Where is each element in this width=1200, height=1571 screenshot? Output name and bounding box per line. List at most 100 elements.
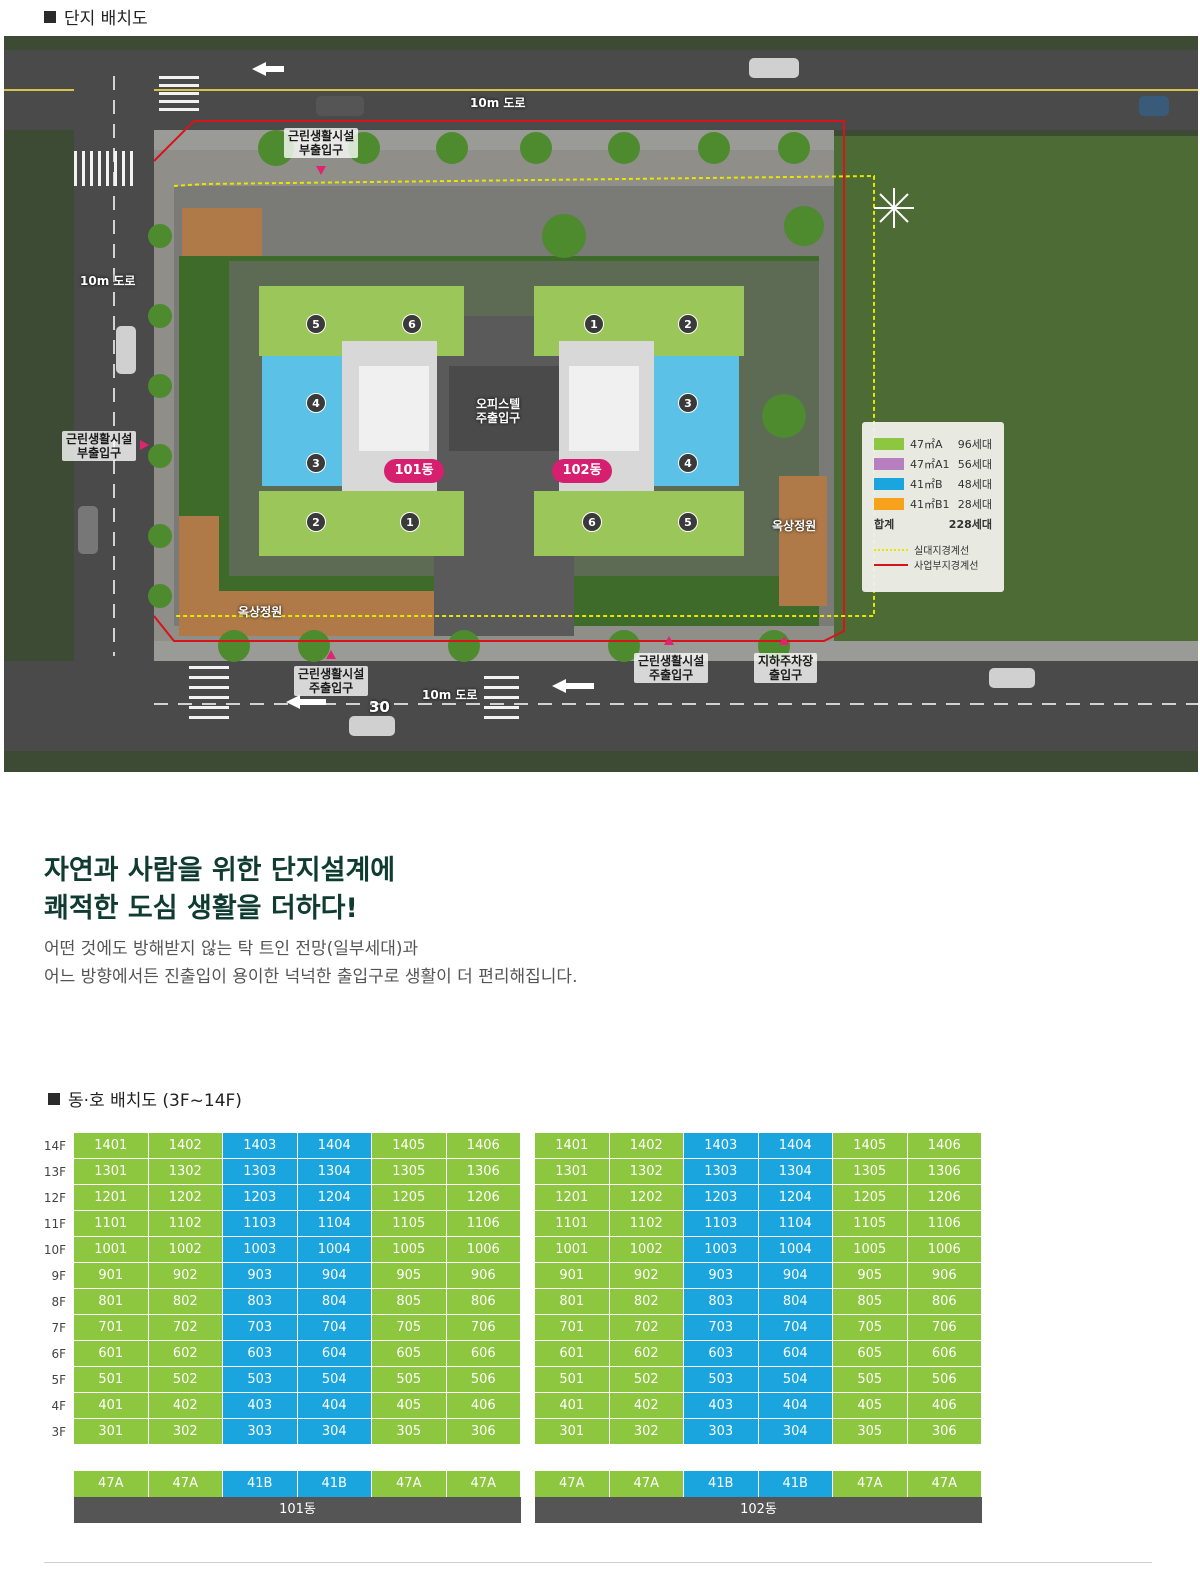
unit-cell: 1104 — [758, 1211, 833, 1237]
unit-cell: 503 — [223, 1367, 298, 1393]
unit-cell: 703 — [223, 1315, 298, 1341]
unit-cell: 1003 — [684, 1237, 759, 1263]
unit-cell: 1302 — [148, 1159, 223, 1185]
unit-cell: 1002 — [609, 1237, 684, 1263]
headline-line-2: 쾌적한 도심 생활을 더하다! — [44, 893, 358, 924]
legend-swatch — [874, 498, 904, 510]
description-line-1: 어떤 것에도 방해받지 않는 탁 트인 전망(일부세대)과 — [44, 939, 419, 959]
legend-line-row: 실대지경계선 — [874, 542, 992, 557]
unit-cell: 1102 — [609, 1211, 684, 1237]
unit-cell: 902 — [609, 1263, 684, 1289]
unit-cell: 903 — [223, 1263, 298, 1289]
unit-cell: 805 — [372, 1289, 447, 1315]
unit-cell: 402 — [609, 1393, 684, 1419]
unit-type-cell: 41B — [758, 1471, 833, 1497]
rooftop-garden-label-right: 옥상정원 — [772, 519, 817, 533]
unit-cell: 301 — [74, 1419, 149, 1445]
unit-cell: 1404 — [758, 1133, 833, 1159]
unit-cell: 904 — [758, 1263, 833, 1289]
unit-cell: 304 — [758, 1419, 833, 1445]
unit-marker: 6 — [582, 512, 602, 532]
building-102-badge: 102동 — [552, 459, 612, 483]
unit-cell: 501 — [535, 1367, 610, 1393]
unit-cell: 601 — [74, 1341, 149, 1367]
unit-cell: 602 — [609, 1341, 684, 1367]
unit-cell: 1203 — [223, 1185, 298, 1211]
unit-cell: 804 — [297, 1289, 372, 1315]
unit-cell: 1001 — [535, 1237, 610, 1263]
unit-cell: 701 — [535, 1315, 610, 1341]
unit-section-title-text: 동·호 배치도 (3F~14F) — [68, 1091, 242, 1111]
unit-marker: 5 — [306, 314, 326, 334]
road-number-marking: 30 — [369, 698, 390, 716]
unit-marker: 6 — [402, 314, 422, 334]
legend-row: 41㎡B 48세대 — [874, 474, 992, 494]
unit-cell: 302 — [148, 1419, 223, 1445]
unit-cell: 1204 — [758, 1185, 833, 1211]
unit-cell: 1406 — [446, 1133, 521, 1159]
unit-cell: 1101 — [535, 1211, 610, 1237]
unit-cell: 803 — [223, 1289, 298, 1315]
unit-cell: 1401 — [535, 1133, 610, 1159]
unit-cell: 704 — [758, 1315, 833, 1341]
floor-label: 9F — [51, 1269, 66, 1283]
unit-cell: 706 — [907, 1315, 982, 1341]
legend-line-label: 실대지경계선 — [914, 546, 970, 557]
building-101-badge: 101동 — [384, 459, 444, 483]
legend-swatch — [874, 478, 904, 490]
unit-cell: 1206 — [446, 1185, 521, 1211]
unit-cell: 705 — [372, 1315, 447, 1341]
unit-cell: 1202 — [148, 1185, 223, 1211]
unit-type-cell: 41B — [684, 1471, 759, 1497]
unit-cell: 703 — [684, 1315, 759, 1341]
entrance-marker-top — [316, 166, 326, 175]
unit-cell: 1006 — [907, 1237, 982, 1263]
unit-cell: 1305 — [372, 1159, 447, 1185]
unit-cell: 1103 — [223, 1211, 298, 1237]
unit-cell: 804 — [758, 1289, 833, 1315]
unit-cell: 503 — [684, 1367, 759, 1393]
floor-label: 3F — [51, 1425, 66, 1439]
unit-cell: 806 — [907, 1289, 982, 1315]
unit-cell: 702 — [609, 1315, 684, 1341]
unit-type-cell: 47A — [535, 1471, 610, 1497]
legend-row: 41㎡B1 28세대 — [874, 494, 992, 514]
unit-type-cell: 47A — [609, 1471, 684, 1497]
unit-cell: 1304 — [297, 1159, 372, 1185]
unit-cell: 905 — [372, 1263, 447, 1289]
unit-cell: 603 — [684, 1341, 759, 1367]
legend-swatch — [874, 438, 904, 450]
unit-cell: 704 — [297, 1315, 372, 1341]
unit-cell: 1102 — [148, 1211, 223, 1237]
unit-cell: 305 — [372, 1419, 447, 1445]
legend-row: 47㎡A1 56세대 — [874, 454, 992, 474]
unit-cell: 1305 — [833, 1159, 908, 1185]
unit-marker: 2 — [306, 512, 326, 532]
unit-cell: 1403 — [684, 1133, 759, 1159]
building-name-bar: 101동 — [74, 1497, 521, 1523]
unit-cell: 401 — [535, 1393, 610, 1419]
floor-label: 5F — [51, 1373, 66, 1387]
entrance-label-top: 근린생활시설 부출입구 — [284, 128, 359, 158]
legend-count: 56세대 — [957, 458, 992, 471]
unit-cell: 406 — [446, 1393, 521, 1419]
road-label-left: 10m 도로 — [80, 274, 136, 288]
unit-cell: 805 — [833, 1289, 908, 1315]
unit-cell: 501 — [74, 1367, 149, 1393]
unit-cell: 1304 — [758, 1159, 833, 1185]
headline-line-1: 자연과 사람을 위한 단지설계에 — [44, 855, 396, 886]
floor-label: 11F — [43, 1217, 66, 1231]
unit-cell: 402 — [148, 1393, 223, 1419]
unit-cell: 606 — [907, 1341, 982, 1367]
unit-marker: 4 — [306, 393, 326, 413]
legend-type: 47㎡A1 — [910, 458, 950, 471]
unit-cell: 903 — [684, 1263, 759, 1289]
unit-marker: 3 — [306, 453, 326, 473]
unit-cell: 303 — [684, 1419, 759, 1445]
unit-type-cell: 47A — [833, 1471, 908, 1497]
unit-cell: 306 — [907, 1419, 982, 1445]
bullet-square-icon — [44, 10, 56, 23]
legend-line-row: 사업부지경계선 — [874, 557, 992, 572]
unit-cell: 1003 — [223, 1237, 298, 1263]
unit-marker: 5 — [678, 512, 698, 532]
